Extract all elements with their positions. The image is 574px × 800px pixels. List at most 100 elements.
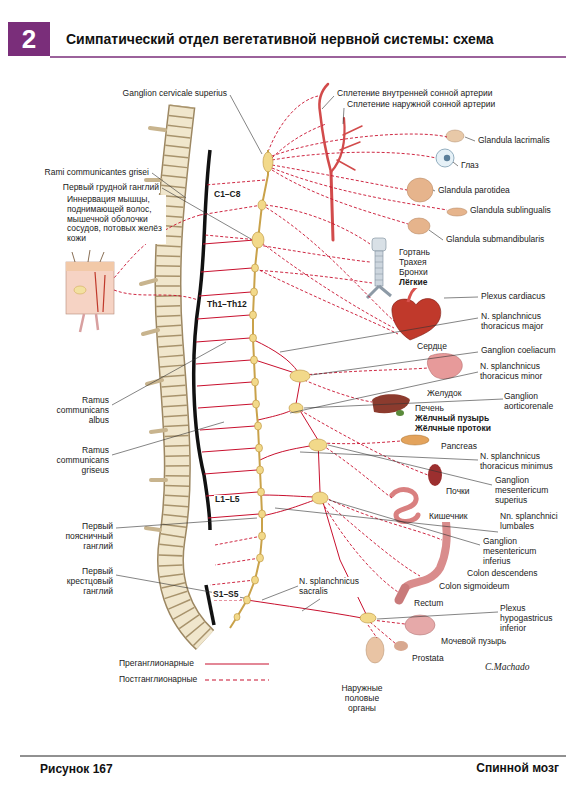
legend-text: Постганглионарные [118,674,198,684]
anatomy-label: Спинной мозг [475,762,560,776]
abdominal-organs-part [399,588,405,600]
leader-line-part [112,422,224,455]
ganglion-part [312,492,328,504]
airway [367,238,391,298]
anatomy-label: Ganglion coeliacum [480,346,557,356]
carotid-arteries-part [331,172,333,240]
ganglion-part [253,400,260,408]
heart-part [392,299,441,340]
sympathetic-trunk-part [230,150,268,628]
anatomy-label: Желудок [426,389,463,399]
skin-section-part [74,286,86,294]
ganglion-part [258,488,265,496]
ganglion [234,152,376,623]
anatomy-label: Кишечник [428,512,469,522]
heart [392,286,441,340]
ganglion-part [256,444,263,452]
head-glands-part [408,218,430,234]
leader-line-part [300,452,478,460]
leader-line-part [453,162,458,166]
anatomy-label: Pancreas [440,442,478,452]
leader-line-part [429,230,443,240]
anatomy-label: Th1–Th12 [206,300,248,310]
vertebral-column-part [168,106,205,640]
ganglion-part [258,200,266,210]
anatomy-label: C.Machado [484,662,531,673]
ganglion-part [360,613,376,623]
ganglion-part [252,232,264,248]
anatomy-label: Colon descendens [466,569,538,579]
anatomy-label: N. splanchnicus thoracicus minor [479,362,571,382]
carotid-arteries-part [331,118,344,172]
leader-line-part [311,352,478,375]
leader-line-part [280,318,478,352]
anatomy-label: Первый грудной ганглий [62,183,160,193]
anatomy-label: Colon sigmoideum [438,582,510,592]
figure-caption: Рисунок 167 [40,762,113,776]
anatomy-label: Plexus hypogastricus inferior [499,604,571,633]
anatomy-label: Мочевой пузырь [440,637,507,647]
airway-part [375,256,383,280]
ganglion-part [251,356,258,364]
sympathetic-trunk [230,150,268,628]
head-glands-part [407,178,433,202]
anatomy-label: Сплетение наружной сонной артерии [346,100,496,110]
skin-section-part [95,272,105,312]
anatomy-label: Ganglion aorticorenale [503,392,571,412]
legend-row: Постганглионарные [118,675,198,685]
ganglion-part [234,614,240,621]
leader-line-part [112,342,226,405]
leader-line-part [290,372,478,413]
anatomy-label: Ganglion cervicale superius [122,89,228,99]
anatomy-label: Rectum [413,599,444,609]
legend-line [205,663,269,664]
head-glands [407,130,467,234]
anatomy-label: Glandula submandibularis [445,235,545,245]
head-glands-part [446,130,464,142]
abdominal-organs-part [405,522,447,588]
abdominal-organs-part [366,637,384,663]
anatomy-label: Первый поясничный ганглий [54,522,114,551]
anatomy-label: Сплетение внутренней сонной артерии [336,89,494,99]
anatomy-label: Plexus cardiacus [480,292,546,302]
anatomy-label: Prostata [411,654,445,664]
leader-line-part [444,297,478,298]
anatomy-label: Наружные половые органы [331,684,393,713]
ganglion-part [259,532,266,540]
heart-part [408,286,418,302]
preganglionic-nerves [196,240,366,618]
carotid-arteries-part [319,84,331,172]
ganglion-part [252,576,259,584]
head-glands-part [447,208,467,216]
leader-line-part [162,188,251,239]
anatomy-label: Бронхи [398,268,429,278]
legend-line [205,679,269,680]
spinal-cord [194,150,214,625]
header-rule-part [50,56,566,58]
footer-rule-part [20,756,566,757]
legend-row: Преганглионарные [118,659,195,669]
anatomy-label: Печень [414,404,445,414]
abdominal-organs-part [428,464,442,486]
anatomy-label: Гортань [398,248,431,258]
header-rule [50,57,566,58]
abdominal-organs-part [394,641,408,651]
head-glands-part [444,155,450,161]
ganglion-part [309,439,327,451]
anatomy-label: L1–L5 [214,495,241,505]
leader-line-part [322,96,334,109]
airway-part [372,238,386,251]
anatomy-label: Ganglion mesentericum superius [494,476,568,505]
anatomy-label: Лёгкие [398,278,428,288]
leader-line-part [433,190,435,191]
ganglion-part [255,422,262,430]
leader-line-part [343,108,344,124]
spinal-cord-part [194,150,210,530]
ganglion-part [244,596,251,604]
ganglion-part [257,466,264,474]
footer-rule [20,756,566,757]
anatomy-label: N. splanchnicus thoracicus minimus [479,452,571,472]
chapter-number-box: 2 [8,22,50,56]
postganglionic-nerves [114,96,447,644]
